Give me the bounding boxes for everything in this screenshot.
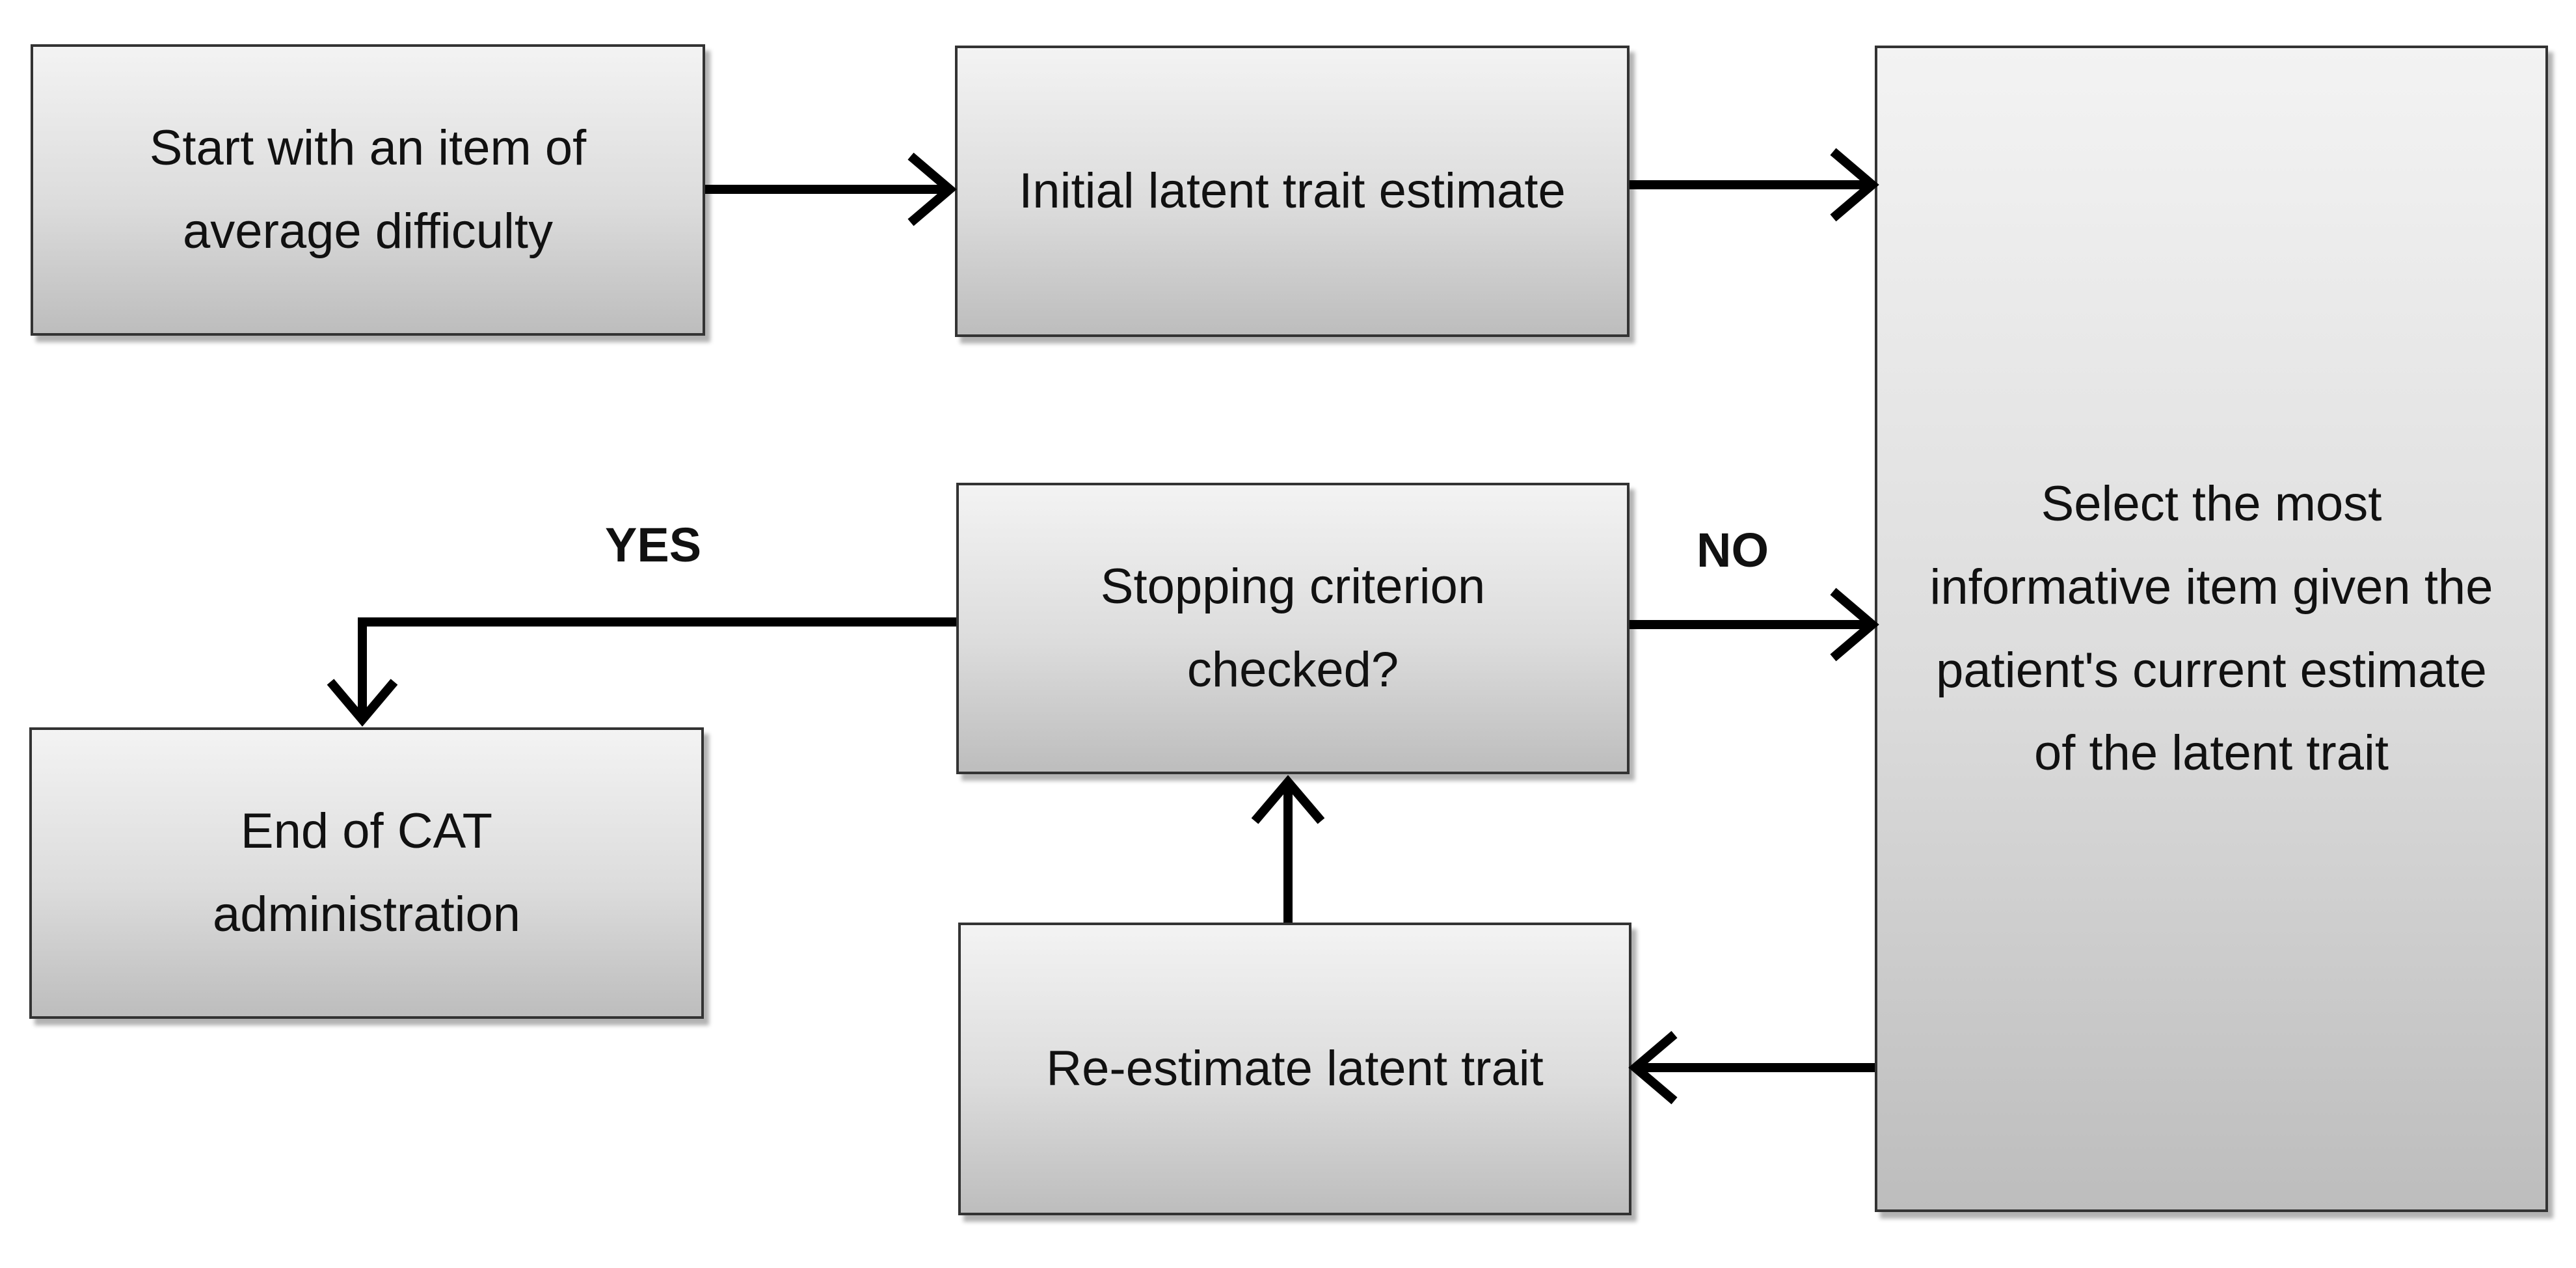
node-initial-estimate: Initial latent trait estimate: [955, 46, 1630, 337]
node-end-label: End of CAT administration: [212, 803, 521, 942]
edge-label-yes: YES: [605, 518, 702, 572]
node-stopping-criterion-label: Stopping criterion checked?: [1100, 559, 1486, 697]
node-start: Start with an item of average difficulty: [31, 44, 705, 336]
node-reestimate-label: Re-estimate latent trait: [1046, 1041, 1544, 1097]
node-end: End of CAT administration: [29, 727, 704, 1019]
node-stopping-criterion: Stopping criterion checked?: [956, 483, 1630, 774]
edge-label-no: NO: [1697, 523, 1769, 577]
node-select-item: Select the most informative item given t…: [1875, 46, 2548, 1212]
arrow-start-to-initial: [705, 152, 957, 226]
node-select-item-label: Select the most informative item given t…: [1929, 476, 2493, 781]
arrow-stopping-to-select: [1630, 587, 1879, 662]
arrow-initial-to-select: [1630, 148, 1879, 222]
node-start-label: Start with an item of average difficulty: [149, 120, 587, 259]
arrow-reestimate-to-stopping: [1251, 775, 1325, 923]
node-initial-estimate-label: Initial latent trait estimate: [1019, 163, 1566, 219]
node-reestimate: Re-estimate latent trait: [958, 923, 1631, 1215]
arrow-select-to-reestimate: [1628, 1031, 1875, 1105]
arrow-stopping-to-end: [327, 617, 956, 727]
